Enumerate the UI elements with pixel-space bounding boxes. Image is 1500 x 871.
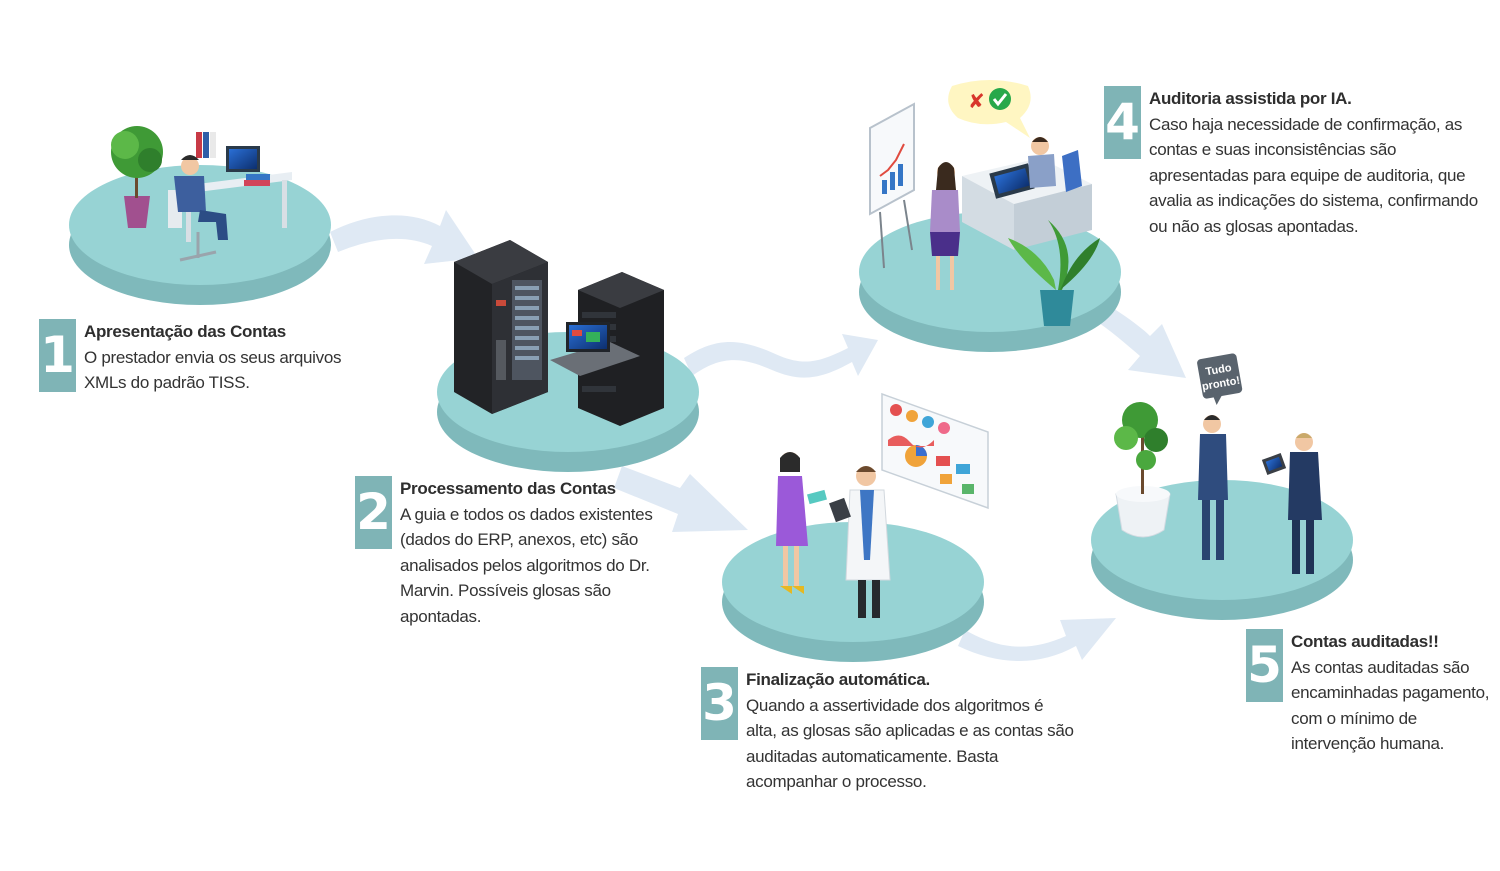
step-1-description: O prestador envia os seus arquivos XMLs … [84,347,342,393]
step-2-description: A guia e todos os dados existentes (dado… [400,504,653,626]
step-1-number-badge: 1 [39,319,76,392]
check-icon [989,88,1011,110]
step-5-title: Contas auditadas!! [1291,632,1439,651]
x-icon: ✘ [968,89,985,113]
arrow-4-to-5 [1092,300,1186,378]
doctor-meeting-illustration [776,392,989,618]
step-5-number-badge: 5 [1246,629,1283,702]
flow-arrows [330,210,1186,661]
success-team-illustration: Tudo pronto! [1114,353,1322,574]
step-4: 4 Auditoria assistida por IA. Caso haja … [1104,86,1494,240]
step-2: 2 Processamento das Contas A guia e todo… [355,476,690,630]
speech-bubble-line1: Tudo [1205,362,1233,378]
step-5-description: As contas auditadas são encaminhadas pag… [1291,657,1490,754]
arrow-3-to-5 [958,618,1116,661]
step-1: 1 Apresentação das Contas O prestador en… [39,319,364,396]
step-3-number-badge: 3 [701,667,738,740]
step-2-number-badge: 2 [355,476,392,549]
server-racks-illustration [454,240,664,426]
arrow-2-to-3 [614,466,748,532]
step-2-title: Processamento das Contas [400,479,616,498]
step-5: 5 Contas auditadas!! As contas auditadas… [1246,629,1496,757]
step-3-title: Finalização automática. [746,670,930,689]
arrow-2-to-4 [684,334,878,378]
step-4-description: Caso haja necessidade de confirmação, as… [1149,114,1478,236]
dashboard-panel-icon [881,392,989,510]
arrow-1-to-2 [330,210,478,264]
step-3: 3 Finalização automática. Quando a asser… [701,667,1076,795]
speech-bubble: Tudo pronto! [1197,353,1243,405]
step-4-number-badge: 4 [1104,86,1141,159]
step-1-title: Apresentação das Contas [84,322,286,341]
step-3-description: Quando a assertividade dos algoritmos é … [746,695,1074,792]
audit-team-illustration: ✘ [869,80,1100,326]
step-4-title: Auditoria assistida por IA. [1149,89,1352,108]
office-desk-illustration [111,126,292,262]
